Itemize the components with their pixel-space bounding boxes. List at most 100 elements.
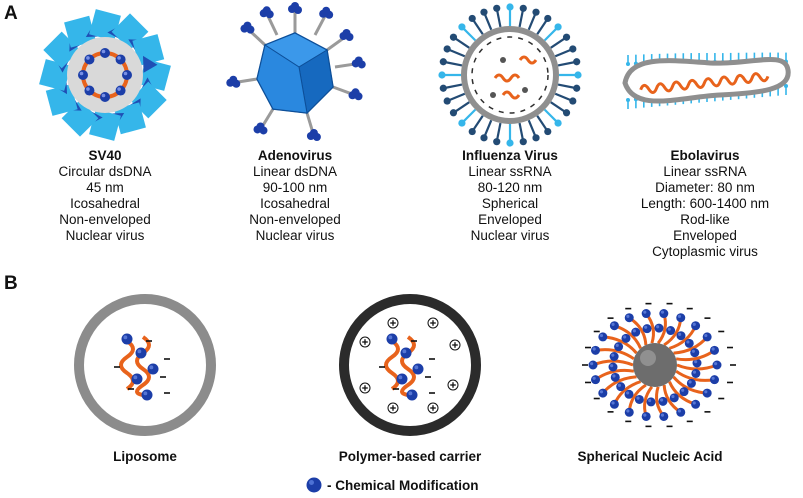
modification-ball xyxy=(691,369,701,379)
modification-ball xyxy=(709,375,719,385)
modification-ball xyxy=(386,333,398,345)
sv40-histones xyxy=(78,48,132,102)
sv40-pentamer xyxy=(64,15,96,48)
virus-attr: Nuclear virus xyxy=(65,228,145,243)
virus-attr: Length: 600-1400 nm xyxy=(640,196,770,211)
modification-ball xyxy=(598,332,608,342)
virus-name: Influenza Virus xyxy=(462,148,558,163)
modification-ball xyxy=(609,399,619,409)
ebolavirus-illustration xyxy=(622,52,791,109)
sv40-histone xyxy=(100,48,110,58)
influenza-spikes xyxy=(438,3,582,147)
polymer-carrier-illustration xyxy=(339,294,481,436)
modification-ball xyxy=(610,372,620,382)
modification-ball xyxy=(624,407,634,417)
panel-a-label: A xyxy=(4,3,18,24)
modification-ball xyxy=(634,394,644,404)
modification-ball xyxy=(654,323,664,333)
adenovirus-illustration xyxy=(226,2,366,141)
polymer-carrier-label: Polymer-based carrier xyxy=(338,449,482,464)
modification-ball xyxy=(676,313,686,323)
virus-attr: Rod-like xyxy=(680,212,730,227)
virus-attr: Linear ssRNA xyxy=(663,164,747,179)
influenza-caption: Influenza Virus Linear ssRNA 80-120 nm S… xyxy=(415,148,605,244)
virus-attr: Enveloped xyxy=(673,228,737,243)
virus-attr: 45 nm xyxy=(86,180,124,195)
polymer-cargo xyxy=(379,333,435,401)
modification-ball xyxy=(676,407,686,417)
modification-ball xyxy=(659,411,669,421)
liposome-label: Liposome xyxy=(113,449,177,464)
virus-name: SV40 xyxy=(88,148,122,163)
virus-attr: Linear ssRNA xyxy=(468,164,552,179)
modification-ball xyxy=(691,399,701,409)
polymer-positive-charges xyxy=(359,317,461,414)
modification-ball xyxy=(669,393,679,403)
modification-ball xyxy=(121,333,133,345)
liposome-cargo xyxy=(114,333,170,401)
nucleic-acid-strand xyxy=(135,335,151,397)
sv40-histone xyxy=(84,54,95,65)
polymer-shell xyxy=(339,294,481,436)
modification-ball xyxy=(690,348,700,358)
modification-ball xyxy=(702,332,712,342)
chemical-modification-ball-icon xyxy=(306,477,322,493)
virus-name: Adenovirus xyxy=(257,148,333,163)
modification-ball xyxy=(396,373,408,385)
virus-attr: Non-enveloped xyxy=(249,212,341,227)
modification-ball xyxy=(591,375,601,385)
modification-ball xyxy=(588,360,598,370)
sna-core xyxy=(633,343,677,387)
modification-ball xyxy=(614,342,624,352)
modification-ball xyxy=(691,321,701,331)
influenza-rna xyxy=(493,73,521,83)
modification-ball xyxy=(608,362,618,372)
virus-attr: 90-100 nm xyxy=(262,180,328,195)
modification-ball xyxy=(702,388,712,398)
modification-ball xyxy=(676,331,686,341)
modification-ball xyxy=(147,363,159,375)
modification-ball xyxy=(659,309,669,319)
virus-attr: Diameter: 80 nm xyxy=(655,180,755,195)
modification-ball xyxy=(709,345,719,355)
sv40-histone xyxy=(115,54,126,65)
sv40-histone xyxy=(115,85,126,96)
sna-label: Spherical Nucleic Acid xyxy=(577,449,723,464)
sv40-pentamer xyxy=(132,34,165,66)
modification-ball xyxy=(609,321,619,331)
adenovirus-fibers xyxy=(226,2,366,141)
influenza-envelope xyxy=(461,26,559,124)
virus-attr: Cytoplasmic virus xyxy=(652,244,758,259)
panel-b-label: B xyxy=(4,273,18,294)
modification-ball xyxy=(686,378,696,388)
virus-name: Ebolavirus xyxy=(670,148,740,163)
modification-ball xyxy=(712,360,722,370)
virus-attr: Nuclear virus xyxy=(470,228,550,243)
modification-ball xyxy=(616,382,626,392)
sna-strands xyxy=(582,302,736,428)
modification-ball xyxy=(679,387,689,397)
sv40-caption: SV40 Circular dsDNA 45 nm Icosahedral No… xyxy=(10,148,200,244)
modification-ball xyxy=(400,347,412,359)
sv40-illustration xyxy=(39,9,171,141)
adenovirus-caption: Adenovirus Linear dsDNA 90-100 nm Icosah… xyxy=(200,148,390,244)
sv40-pentamer xyxy=(45,84,78,116)
virus-attr: Nuclear virus xyxy=(255,228,335,243)
modification-ball xyxy=(624,313,634,323)
modification-ball xyxy=(135,347,147,359)
modification-ball xyxy=(406,389,418,401)
virus-attr: Circular dsDNA xyxy=(58,164,152,179)
virus-attr: Icosahedral xyxy=(70,196,140,211)
ebola-rna xyxy=(639,72,770,94)
modification-ball xyxy=(646,397,656,407)
sv40-histone xyxy=(122,70,132,80)
sv40-histone xyxy=(78,70,88,80)
modification-ball xyxy=(631,327,641,337)
modification-ball xyxy=(609,351,619,361)
virus-attr: Icosahedral xyxy=(260,196,330,211)
influenza-illustration xyxy=(438,3,582,147)
ebolavirus-caption: Ebolavirus Linear ssRNA Diameter: 80 nm … xyxy=(610,148,800,260)
legend: - Chemical Modification xyxy=(305,476,479,494)
virus-attr: Non-enveloped xyxy=(59,212,151,227)
sv40-histone xyxy=(100,92,110,102)
